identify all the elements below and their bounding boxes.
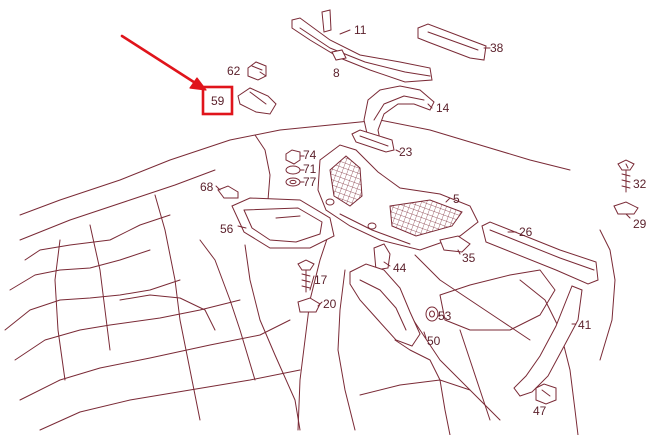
- label-20[interactable]: 20: [323, 297, 337, 311]
- label-59[interactable]: 59: [211, 94, 225, 108]
- part-29-clip[interactable]: [613, 201, 639, 215]
- part-labels: 11 38 8 62 59 14 23 74 71 77 68 5 56 32 …: [200, 23, 647, 418]
- part-41-hose[interactable]: [513, 285, 583, 397]
- part-47-clip[interactable]: [535, 383, 557, 405]
- part-35-bracket[interactable]: [439, 235, 471, 253]
- label-38[interactable]: 38: [490, 41, 504, 55]
- part-11-upper-trim[interactable]: [291, 9, 433, 83]
- leader-lines: [215, 29, 631, 339]
- label-68[interactable]: 68: [200, 180, 214, 194]
- label-5[interactable]: 5: [453, 192, 460, 206]
- label-11[interactable]: 11: [354, 23, 367, 37]
- label-8[interactable]: 8: [333, 66, 340, 80]
- part-44-bracket[interactable]: [373, 243, 391, 271]
- part-23-panel[interactable]: [351, 129, 395, 153]
- part-14-curved-cover[interactable]: [363, 85, 435, 141]
- label-29[interactable]: 29: [633, 217, 647, 231]
- part-8-clip[interactable]: [331, 49, 347, 61]
- highlight-box: [201, 85, 234, 116]
- label-23[interactable]: 23: [399, 145, 413, 159]
- part-77-washer[interactable]: [285, 177, 301, 187]
- highlight-arrow: [120, 34, 202, 88]
- part-56-tray[interactable]: [231, 197, 335, 249]
- part-53-grommet[interactable]: [425, 306, 439, 322]
- label-44[interactable]: 44: [393, 261, 407, 275]
- part-74-nut[interactable]: [285, 149, 301, 165]
- part-68-clip[interactable]: [217, 185, 239, 199]
- label-47[interactable]: 47: [533, 404, 547, 418]
- label-53[interactable]: 53: [438, 309, 452, 323]
- part-38-strip[interactable]: [417, 23, 487, 61]
- part-59-bracket[interactable]: [237, 87, 277, 115]
- label-71[interactable]: 71: [303, 162, 317, 176]
- label-32[interactable]: 32: [633, 177, 647, 191]
- highlight-callout: [120, 34, 234, 116]
- part-20-clip[interactable]: [297, 297, 321, 313]
- label-14[interactable]: 14: [436, 101, 450, 115]
- label-50[interactable]: 50: [427, 334, 441, 348]
- label-41[interactable]: 41: [578, 318, 592, 332]
- car-body-outline: [4, 119, 616, 435]
- label-17[interactable]: 17: [314, 273, 328, 287]
- part-26-cowl-strip[interactable]: [481, 221, 599, 285]
- label-62[interactable]: 62: [227, 64, 241, 78]
- label-77[interactable]: 77: [303, 175, 317, 189]
- label-26[interactable]: 26: [519, 225, 533, 239]
- part-71-washer[interactable]: [285, 165, 301, 175]
- label-35[interactable]: 35: [462, 251, 476, 265]
- fastener-stack: [285, 149, 301, 187]
- part-5-cowl-grille[interactable]: [317, 144, 479, 251]
- part-62-nut[interactable]: [247, 61, 267, 81]
- part-17-screw[interactable]: [297, 259, 315, 293]
- part-50-air-duct[interactable]: [349, 263, 421, 347]
- label-56[interactable]: 56: [220, 222, 234, 236]
- label-74[interactable]: 74: [303, 148, 317, 162]
